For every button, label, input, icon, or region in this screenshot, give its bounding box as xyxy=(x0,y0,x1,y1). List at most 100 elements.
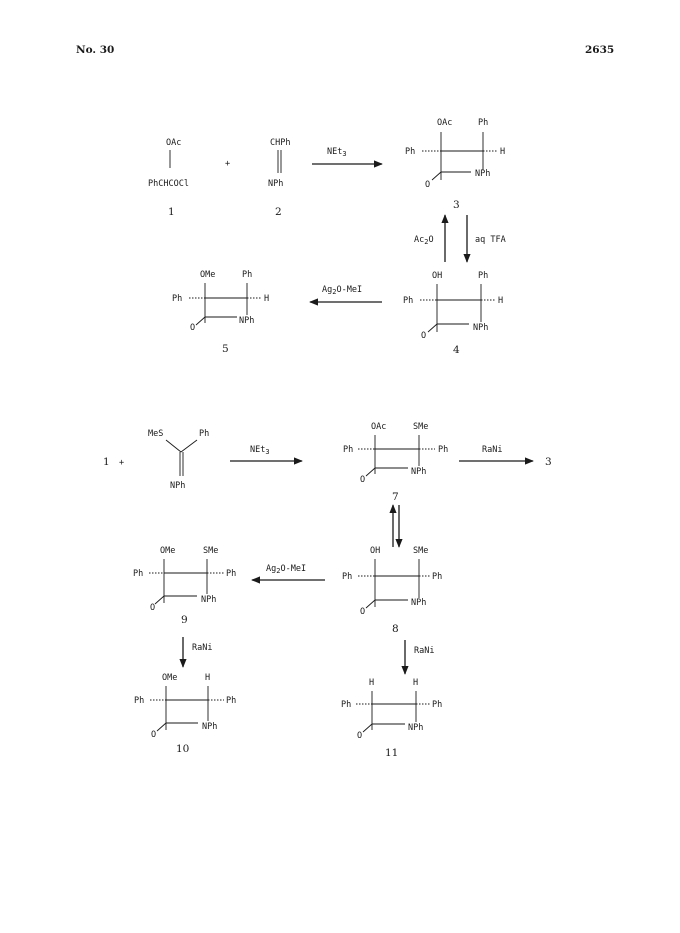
carbonyl-bond xyxy=(365,467,376,477)
substituent-ph: Ph xyxy=(226,696,236,706)
compound-1: OAc PhCHCOCl 1 xyxy=(148,138,189,218)
journal-issue: No. 30 xyxy=(76,44,115,56)
carbonyl-bond xyxy=(154,595,165,605)
substituent-ph: Ph xyxy=(478,118,488,128)
substituent-nph: NPh xyxy=(202,722,217,732)
compound-number-1: 1 xyxy=(168,206,175,218)
carbonyl-bond xyxy=(195,316,206,326)
substituent-nph: NPh xyxy=(239,316,254,326)
formula-phchcocl: PhCHCOCl xyxy=(148,179,189,189)
compound-number-8: 8 xyxy=(392,623,399,635)
reagent-ac2o: Ac2O xyxy=(414,235,434,246)
substituent-nph: NPh xyxy=(268,179,283,189)
substituent-h: H xyxy=(413,678,418,688)
carbonyl-oxygen: O xyxy=(360,475,365,485)
compound-number-2: 2 xyxy=(275,206,282,218)
reagent-net3: NEt3 xyxy=(250,445,270,456)
reagent-net3: NEt3 xyxy=(327,147,347,158)
bond xyxy=(165,439,182,453)
compound-number-4: 4 xyxy=(453,344,460,356)
substituent-h: H xyxy=(498,296,503,306)
carbonyl-oxygen: O xyxy=(150,603,155,613)
product-ref-3: 3 xyxy=(545,456,552,468)
substituent-ph: Ph xyxy=(134,696,144,706)
compound-4: OH Ph Ph H NPh O 4 xyxy=(403,271,503,356)
compound-5: OMe Ph Ph H NPh O 5 xyxy=(172,270,269,355)
compound-11: H H Ph Ph NPh O 11 xyxy=(341,678,442,759)
substituent-ph: Ph xyxy=(172,294,182,304)
substituent-ph: Ph xyxy=(242,270,252,280)
substituent-ph: Ph xyxy=(133,569,143,579)
carbonyl-oxygen: O xyxy=(360,607,365,617)
compound-ref-1: 1 xyxy=(103,456,110,468)
compound-number-9: 9 xyxy=(181,614,188,626)
substituent-h: H xyxy=(369,678,374,688)
carbonyl-bond xyxy=(362,723,373,733)
reagent-ag2o-mei: Ag2O-MeI xyxy=(266,564,306,575)
reagent-ranil: RaNi xyxy=(192,643,212,653)
ketene-imine-reagent: MeS Ph NPh xyxy=(148,429,209,491)
carbonyl-oxygen: O xyxy=(357,731,362,741)
carbonyl-bond xyxy=(156,722,167,732)
compound-number-3: 3 xyxy=(453,199,460,211)
substituent-chph: CHPh xyxy=(270,138,290,148)
substituent-nph: NPh xyxy=(411,467,426,477)
substituent-oh: OH xyxy=(432,271,442,281)
carbonyl-oxygen: O xyxy=(425,180,430,190)
substituent-oac: OAc xyxy=(371,422,386,432)
compound-number-10: 10 xyxy=(176,743,189,755)
substituent-sme: SMe xyxy=(413,422,428,432)
substituent-ome: OMe xyxy=(162,673,177,683)
substituent-h: H xyxy=(264,294,269,304)
substituent-ph: Ph xyxy=(478,271,488,281)
substituent-ph: Ph xyxy=(405,147,415,157)
reagent-aq-tfa: aq TFA xyxy=(475,235,506,245)
substituent-nph: NPh xyxy=(473,323,488,333)
carbonyl-oxygen: O xyxy=(421,331,426,341)
substituent-ome: OMe xyxy=(200,270,215,280)
substituent-ph: Ph xyxy=(341,700,351,710)
plus-sign: + xyxy=(119,458,124,468)
compound-number-7: 7 xyxy=(392,491,399,503)
carbonyl-bond xyxy=(365,599,376,609)
bond xyxy=(180,439,198,453)
substituent-ph: Ph xyxy=(199,429,209,439)
substituent-h: H xyxy=(500,147,505,157)
compound-3: OAc Ph Ph H NPh O 3 xyxy=(405,118,505,211)
substituent-nph: NPh xyxy=(475,169,490,179)
compound-10: OMe H Ph Ph NPh O 10 xyxy=(134,673,236,755)
substituent-mes: MeS xyxy=(148,429,163,439)
compound-number-5: 5 xyxy=(222,343,229,355)
carbonyl-oxygen: O xyxy=(151,730,156,740)
substituent-sme: SMe xyxy=(413,546,428,556)
substituent-oh: OH xyxy=(370,546,380,556)
compound-7: OAc SMe Ph Ph NPh O 7 xyxy=(343,422,448,503)
substituent-ph: Ph xyxy=(226,569,236,579)
substituent-oac: OAc xyxy=(166,138,181,148)
substituent-ph: Ph xyxy=(403,296,413,306)
substituent-nph: NPh xyxy=(170,481,185,491)
page-number: 2635 xyxy=(585,44,615,56)
reagent-ag2o-mei: Ag2O-MeI xyxy=(322,285,362,296)
substituent-sme: SMe xyxy=(203,546,218,556)
carbonyl-oxygen: O xyxy=(190,323,195,333)
compound-8: OH SMe Ph Ph NPh O 8 xyxy=(342,546,442,635)
substituent-nph: NPh xyxy=(411,598,426,608)
carbonyl-bond xyxy=(431,171,442,181)
substituent-ph: Ph xyxy=(432,700,442,710)
substituent-oac: OAc xyxy=(437,118,452,128)
substituent-ph: Ph xyxy=(432,572,442,582)
compound-2: CHPh NPh 2 xyxy=(268,138,290,218)
substituent-ome: OMe xyxy=(160,546,175,556)
substituent-h: H xyxy=(205,673,210,683)
reagent-ranil: RaNi xyxy=(414,646,434,656)
substituent-ph: Ph xyxy=(438,445,448,455)
plus-sign: + xyxy=(225,159,230,169)
substituent-nph: NPh xyxy=(408,723,423,733)
compound-9: OMe SMe Ph Ph NPh O 9 xyxy=(133,546,236,626)
substituent-ph: Ph xyxy=(343,445,353,455)
carbonyl-bond xyxy=(427,323,438,333)
substituent-nph: NPh xyxy=(201,595,216,605)
substituent-ph: Ph xyxy=(342,572,352,582)
